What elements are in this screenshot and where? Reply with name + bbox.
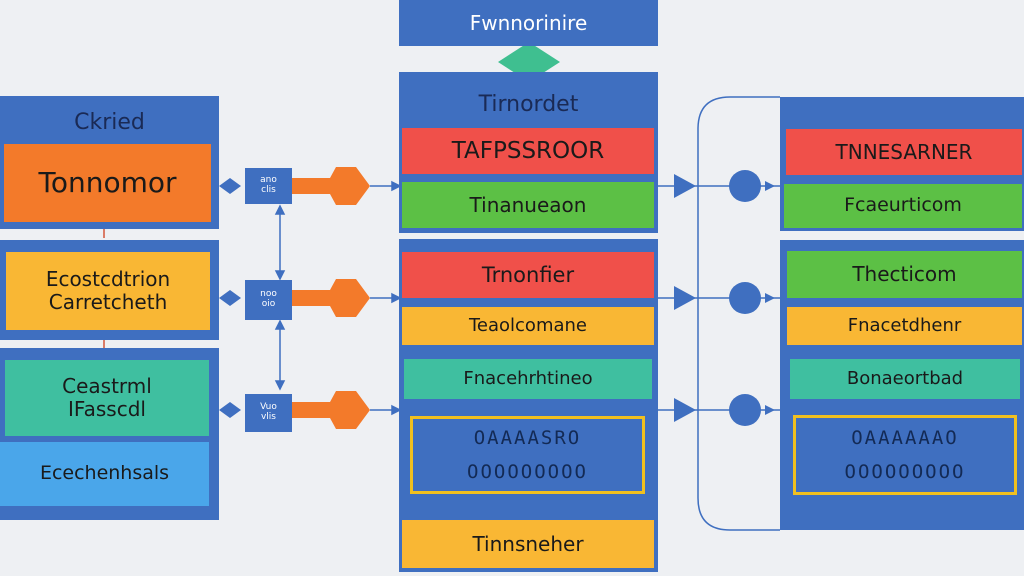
orange-arrows (292, 167, 370, 429)
left-panel-2-line2: Carretcheth (48, 290, 168, 314)
left-tag-1-line2: clis (261, 185, 276, 195)
right-panel-1-row2: Fcaeurticom (784, 184, 1022, 228)
right-panel-2-row2: Fnacetdhenr (787, 307, 1022, 345)
center-panel-2-row2: Teaolcomane (402, 307, 654, 345)
center-panel-1-title: Tirnordet (478, 92, 579, 117)
left-panel-2: Ecostcdtrion Carretcheth (0, 240, 219, 340)
bracket-wire (658, 96, 780, 531)
left-diamonds (219, 178, 241, 418)
left-panel-1-box: Tonnomor (4, 144, 211, 222)
left-panel-2-line1: Ecostcdtrion (45, 267, 171, 291)
center-panel-2-footer: Tinnsneher (402, 520, 654, 568)
center-panel-1-row2: Tinanueaon (402, 182, 654, 228)
left-tag-2: noo oio (245, 280, 292, 320)
center-grid-line2: OOOOOOOOO (467, 461, 588, 483)
right-panel-2-row1: Thecticom (787, 251, 1022, 298)
left-panel-3-box2: Ecechenhsals (0, 442, 209, 506)
left-panel-3-line1: Ceastrml (62, 374, 152, 398)
thin-arrows-center (370, 180, 402, 416)
top-header-title: Fwnnorinire (469, 10, 588, 35)
top-header: Fwnnorinire (399, 0, 658, 46)
left-tag-1-line1: ano (260, 175, 277, 186)
center-panel-2: Trnonfier Teaolcomane Fnacehrhtineo OAAA… (399, 239, 658, 572)
left-panel-3-box: Ceastrml IFasscdl (5, 360, 209, 436)
right-grid-box: OAAAAAAO OOOOOOOOO (793, 415, 1017, 495)
left-panel-1-title: Ckried (74, 110, 145, 135)
right-triangles (674, 174, 696, 422)
left-tag-3-line1: Vuo (260, 402, 277, 413)
left-tag-2-line2: oio (261, 299, 276, 309)
right-panel-1-row1: TNNESARNER (786, 129, 1022, 175)
center-panel-2-row3: Fnacehrhtineo (404, 359, 652, 399)
center-panel-1-row1: TAFPSSROOR (402, 128, 654, 174)
left-panel-3-line2: IFasscdl (68, 397, 146, 421)
center-panel-2-row1: Trnonfier (402, 252, 654, 298)
right-circles (729, 170, 761, 426)
center-grid-box: OAAAASRO OOOOOOOOO (410, 416, 645, 494)
center-grid-line1: OAAAASRO (473, 427, 582, 449)
vertical-links (274, 204, 286, 391)
center-panel-1: Tirnordet TAFPSSROOR Tinanueaon (399, 72, 658, 233)
right-panel-1: TNNESARNER Fcaeurticom (780, 97, 1024, 231)
left-tag-2-line1: noo (260, 289, 277, 300)
left-panel-2-box: Ecostcdtrion Carretcheth (6, 252, 210, 330)
right-small-arrows (765, 181, 775, 415)
right-panel-2: Thecticom Fnacetdhenr Bonaeortbad OAAAAA… (780, 240, 1024, 530)
right-grid-line1: OAAAAAAO (851, 427, 959, 449)
left-panel-1: Ckried Tonnomor (0, 96, 219, 229)
left-tag-3-line2: vlis (260, 412, 277, 422)
left-tag-3: Vuo vlis (245, 394, 292, 432)
left-tag-1: ano clis (245, 168, 292, 204)
right-grid-line2: OOOOOOOOO (844, 461, 966, 483)
right-panel-2-row3: Bonaeortbad (790, 359, 1020, 399)
left-panel-3: Ceastrml IFasscdl Ecechenhsals (0, 348, 219, 520)
